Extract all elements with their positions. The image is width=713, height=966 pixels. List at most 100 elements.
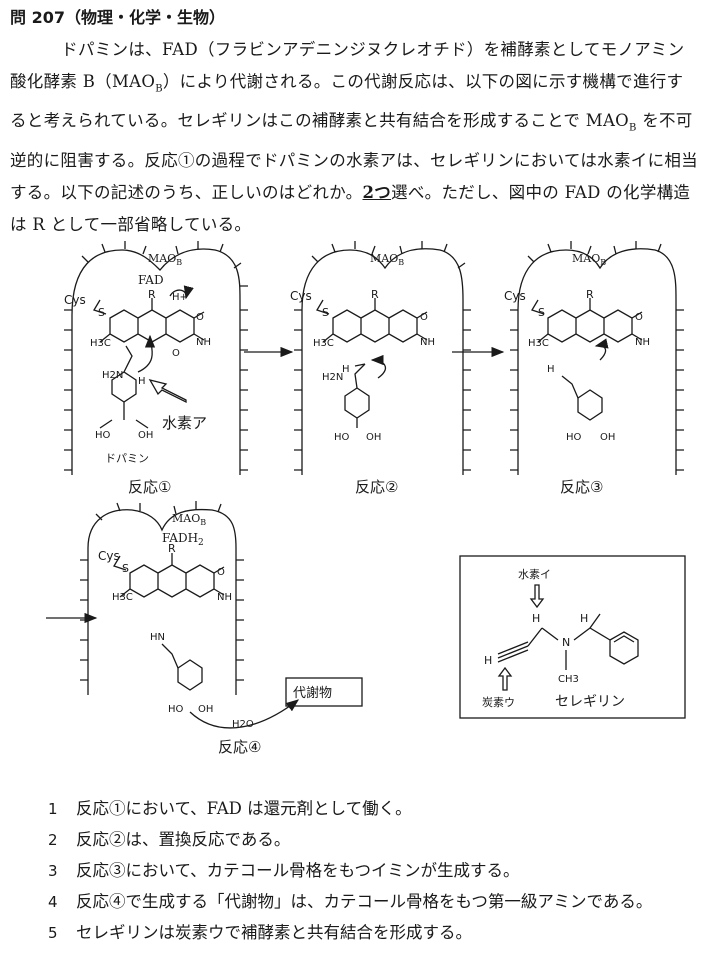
subscript: B	[155, 83, 163, 95]
choice-text: セレギリンは炭素ウで補酵素と共有結合を形成する。	[76, 923, 472, 942]
hydrogen-i-pointer	[529, 584, 545, 609]
electron-arrow	[594, 338, 609, 361]
label-sel-h: H	[484, 654, 492, 667]
panel-reaction-4	[80, 501, 300, 729]
label-r: R	[148, 288, 156, 301]
choice-text: 反応②は、置換反応である。	[76, 830, 291, 849]
hydrogen-a-pointer	[148, 378, 187, 404]
label-h: H	[342, 364, 350, 375]
label-reaction-4: 反応④	[218, 738, 261, 756]
label-nh: NH	[217, 592, 232, 603]
label-cys: Cys	[504, 289, 526, 303]
enzyme-surface-ticks	[80, 501, 244, 681]
carbinolamine-chain	[561, 375, 579, 399]
choice-number: 1	[48, 800, 58, 818]
phenyl-ring	[609, 631, 639, 665]
label-nh: NH	[196, 337, 211, 348]
enzyme-surface-ticks	[294, 241, 471, 471]
label-selegiline: セレギリン	[555, 694, 625, 710]
label-reaction-1: 反応①	[128, 478, 171, 496]
label-ho: HO	[334, 432, 350, 443]
label-h3c: H3C	[313, 338, 334, 349]
dopamine-chain	[123, 345, 133, 373]
label-cys: Cys	[290, 289, 312, 303]
flavin-rings	[547, 309, 633, 343]
label-hydrogen-i: 水素イ	[518, 568, 551, 581]
selegiline-box	[459, 555, 686, 719]
label-carbon-u: 炭素ウ	[482, 696, 515, 709]
label-ho: HO	[95, 430, 111, 441]
question-text-part: ）により代謝される。この代謝反応は、以下の図に示す機構で進行すると考えられている…	[10, 72, 684, 131]
label-ho: HO	[566, 432, 582, 443]
panel-reaction-3	[510, 241, 684, 475]
choice-5[interactable]: 5 セレギリンは炭素ウで補酵素と共有結合を形成する。	[48, 919, 472, 943]
enzyme-pocket-outline	[71, 248, 241, 475]
choice-number: 3	[48, 862, 58, 880]
label-h: H	[547, 364, 555, 375]
dopamine-skeleton	[577, 389, 603, 421]
label-r: R	[371, 288, 379, 301]
label-hn: HN	[150, 632, 165, 643]
enzyme-pocket-outline	[301, 248, 464, 475]
label-h3c: H3C	[90, 338, 111, 349]
label-o: O	[217, 567, 225, 578]
label-r: R	[168, 542, 176, 555]
iminium-chain	[354, 363, 366, 389]
question-text-part: ドパミンは、FAD（フラビンアデニンジヌクレオチド）を補酵素としてモノアミン酸化…	[10, 40, 685, 91]
flavin-rings	[332, 309, 418, 343]
dopamine-skeleton	[99, 371, 149, 429]
label-h2n: H2N	[322, 372, 343, 383]
label-o: O	[172, 348, 180, 359]
enzyme-surface-ticks	[64, 241, 248, 471]
selegiline-skeleton	[497, 613, 611, 670]
label-oh: OH	[600, 432, 615, 443]
electron-arrow	[137, 334, 156, 373]
choice-number: 5	[48, 924, 58, 942]
label-cys: Cys	[98, 549, 120, 563]
choice-2[interactable]: 2 反応②は、置換反応である。	[48, 826, 290, 850]
question-text: ドパミンは、FAD（フラビンアデニンジヌクレオチド）を補酵素としてモノアミン酸化…	[10, 34, 700, 241]
panel-reaction-2	[294, 241, 471, 475]
label-dopamine: ドパミン	[105, 452, 149, 465]
enzyme-surface-ticks	[510, 241, 684, 471]
label-oh: OH	[366, 432, 381, 443]
enzyme-pocket-outline	[517, 248, 677, 475]
label-reaction-2: 反応②	[355, 478, 398, 496]
label-o: O	[420, 312, 428, 323]
label-hydrogen-a: 水素ア	[162, 414, 207, 432]
imine-skeleton	[177, 659, 203, 691]
electron-arrow	[370, 354, 387, 379]
label-sel-h: H	[580, 612, 588, 625]
label-oh: OH	[138, 430, 153, 441]
label-h: H	[138, 376, 146, 387]
choice-number: 2	[48, 831, 58, 849]
label-fad: FAD	[138, 273, 164, 287]
flavin-substituents	[93, 298, 205, 343]
label-s: S	[322, 306, 329, 319]
label-cys: Cys	[64, 293, 86, 307]
dopamine-skeleton	[344, 387, 370, 428]
label-hplus: H+	[172, 292, 188, 303]
label-ho: HO	[168, 704, 184, 715]
choice-text: 反応④で生成する「代謝物」は、カテコール骨格をもつ第一級アミンである。	[76, 892, 653, 911]
choice-text: 反応③において、カテコール骨格をもつイミンが生成する。	[76, 861, 520, 880]
choice-3[interactable]: 3 反応③において、カテコール骨格をもつイミンが生成する。	[48, 857, 520, 881]
flavin-rings	[129, 564, 215, 598]
label-sel-ch3: CH3	[558, 674, 579, 685]
label-fadh2: FADH2	[162, 531, 204, 548]
label-enzyme: MAOB	[370, 252, 404, 267]
label-enzyme: MAOB	[572, 252, 606, 267]
label-s: S	[538, 306, 545, 319]
question-text-part: 選べ。ただし、図中の FAD の化学構造は R として一部省略している。	[10, 182, 691, 234]
label-o: O	[196, 312, 204, 323]
label-water: H2O	[232, 719, 254, 730]
label-s: S	[122, 562, 129, 575]
label-o: O	[635, 312, 643, 323]
metabolite-box	[285, 677, 363, 707]
emphasis-two: 2つ	[362, 182, 392, 202]
label-nh: NH	[420, 337, 435, 348]
question-number: 問 207（物理・化学・生物）	[10, 8, 225, 27]
